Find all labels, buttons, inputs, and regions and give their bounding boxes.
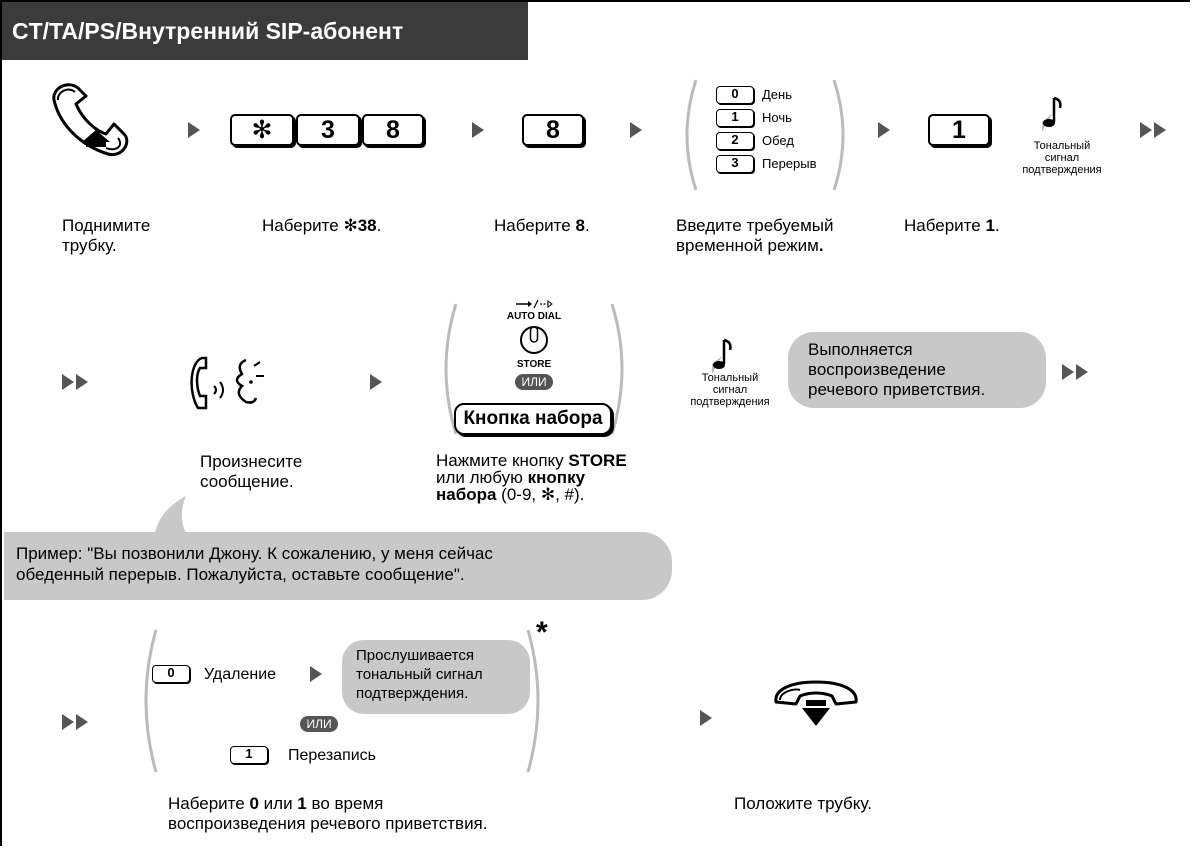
dial-button-label: Кнопка набора (454, 403, 612, 435)
bracket-left-icon (685, 79, 698, 191)
caption-hang-up: Положите трубку. (734, 794, 872, 813)
double-arrow-icon (1076, 364, 1088, 380)
option-key-1: 1 (230, 746, 268, 764)
or-badge: ИЛИ (515, 374, 553, 390)
arrow-icon (472, 122, 484, 138)
example-bubble-tail (154, 496, 190, 540)
example-bubble (4, 532, 672, 600)
arrow-icon (878, 122, 890, 138)
mode-label-lunch: Обед (762, 133, 794, 148)
double-arrow-icon (1154, 122, 1166, 138)
arrow-icon (370, 374, 382, 390)
option-label-rerecord: Перезапись (288, 747, 377, 764)
caption-dial-8: Наберите 8. (494, 216, 590, 235)
caption-dial-star38: Наберите ✻38. (262, 216, 382, 235)
bracket-right-icon (526, 629, 540, 773)
mode-label-night: Ночь (762, 110, 792, 125)
playback-bubble (788, 332, 1046, 408)
arrow-icon (188, 122, 200, 138)
mode-label-day: День (762, 87, 792, 102)
store-label: STORE (516, 359, 552, 370)
key-3: 3 (296, 114, 360, 146)
double-arrow-icon (62, 374, 74, 390)
key-8: 8 (362, 114, 424, 146)
or-badge: ИЛИ (300, 716, 338, 732)
option-key-0: 0 (152, 665, 190, 683)
page-title: CT/TA/PS/Внутренний SIP-абонент (2, 2, 528, 60)
double-arrow-icon (62, 714, 74, 730)
arrow-icon (310, 666, 322, 682)
arrow-icon (630, 122, 642, 138)
mode-key-3: 3 (716, 155, 754, 173)
confirmation-tone-icon (712, 338, 732, 374)
double-arrow-icon (76, 714, 88, 730)
key-star: ✻ (230, 114, 294, 146)
key-1: 1 (928, 114, 990, 146)
key-8-single: 8 (522, 114, 584, 146)
caption-dial-1: Наберите 1. (904, 216, 1000, 235)
confirm-bubble (342, 640, 530, 714)
bracket-left-icon (144, 629, 158, 773)
mode-label-break: Перерыв (762, 156, 817, 171)
mode-key-2: 2 (716, 132, 754, 150)
bracket-left-icon (444, 303, 458, 435)
mode-key-0: 0 (716, 86, 754, 104)
double-arrow-icon (76, 374, 88, 390)
bracket-right-icon (832, 79, 845, 191)
handset-offhook-icon (52, 83, 129, 157)
auto-dial-arrows-icon (516, 299, 553, 309)
double-arrow-icon (1140, 122, 1152, 138)
store-button-icon (520, 326, 548, 354)
confirmation-tone-icon (1042, 96, 1062, 132)
double-arrow-icon (1062, 364, 1074, 380)
arrow-icon (700, 710, 712, 726)
mode-key-1: 1 (716, 109, 754, 127)
footnote-asterisk: * (536, 616, 548, 649)
example-text: Пример: "Вы позвонили Джону. К сожалению… (16, 544, 493, 584)
option-label-delete: Удаление (204, 666, 277, 683)
auto-dial-label: AUTO DIAL (506, 311, 562, 322)
speak-message-icon (190, 356, 264, 410)
handset-onhook-icon (774, 680, 858, 726)
bracket-right-icon (610, 303, 624, 435)
